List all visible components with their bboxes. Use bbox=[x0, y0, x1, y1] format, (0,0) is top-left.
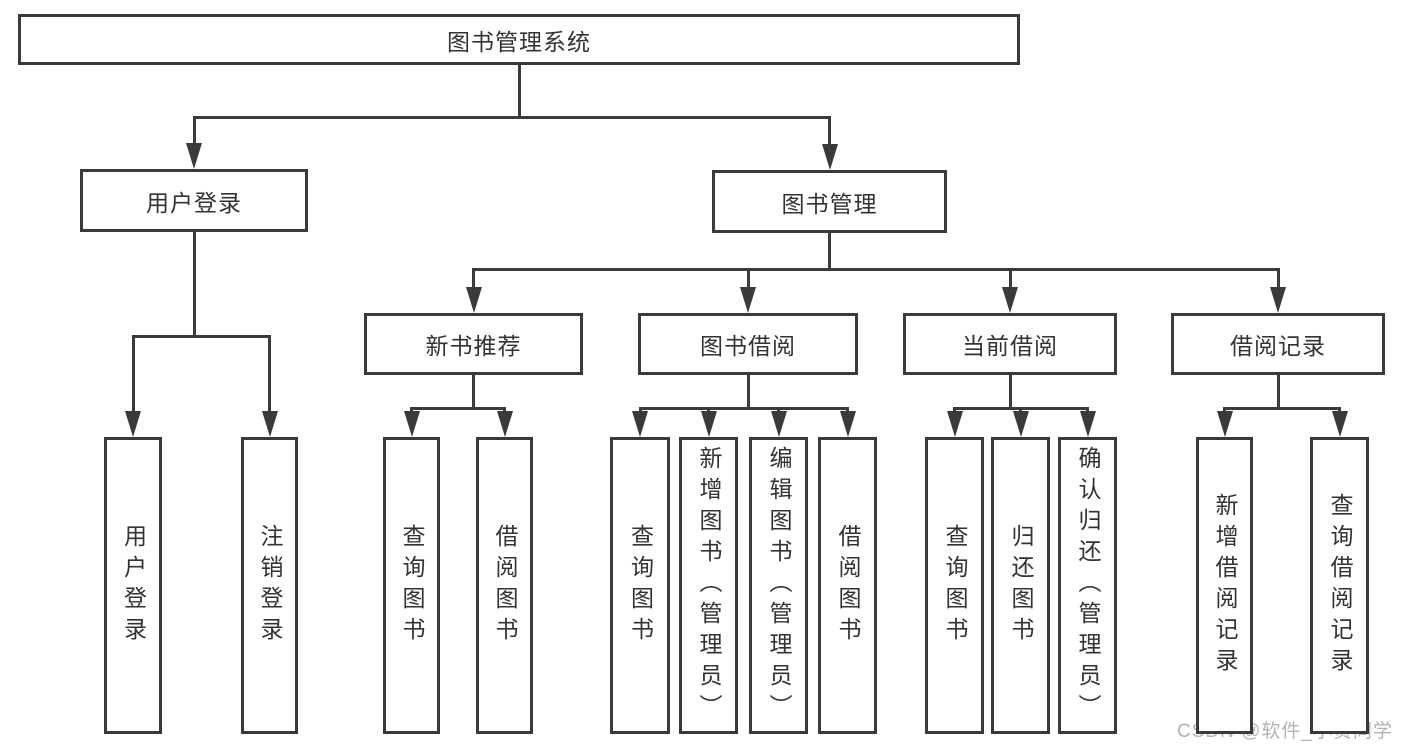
edge-line bbox=[953, 407, 956, 413]
arrowhead-icon bbox=[1270, 287, 1286, 313]
arrowhead-icon bbox=[261, 411, 278, 437]
edge-line bbox=[746, 268, 750, 289]
arrowhead-icon bbox=[1216, 411, 1233, 437]
edge-line bbox=[472, 268, 1280, 271]
edge-line bbox=[1008, 268, 1012, 289]
node-label-cur-return: 归还图书 bbox=[1008, 523, 1034, 648]
node-label-borrow-edit: 编辑图书（管理员） bbox=[766, 446, 792, 725]
node-borrow: 图书借阅 bbox=[638, 313, 858, 375]
node-borrow-edit: 编辑图书（管理员） bbox=[749, 437, 808, 734]
edge-line bbox=[846, 407, 849, 413]
edge-line bbox=[410, 407, 506, 410]
node-login-logout: 注销登录 bbox=[241, 437, 298, 734]
node-borrow-add: 新增图书（管理员） bbox=[679, 437, 738, 734]
node-label-sys: 图书管理系统 bbox=[447, 28, 591, 55]
node-label-records: 借阅记录 bbox=[1230, 333, 1326, 359]
arrowhead-icon bbox=[770, 411, 787, 437]
arrowhead-icon bbox=[403, 411, 420, 437]
edge-line bbox=[472, 375, 475, 410]
node-cur-confirm: 确认归还（管理员） bbox=[1058, 437, 1117, 734]
node-label-borrow-query: 查询图书 bbox=[627, 523, 654, 648]
node-mgmt: 图书管理 bbox=[712, 170, 947, 233]
arrowhead-icon bbox=[839, 411, 856, 437]
node-label-rec-query: 查询图书 bbox=[399, 523, 425, 648]
node-label-login-logout: 注销登录 bbox=[257, 523, 283, 648]
arrowhead-icon bbox=[465, 287, 482, 313]
node-label-borrow: 图书借阅 bbox=[700, 333, 796, 359]
arrowhead-icon bbox=[1002, 287, 1018, 313]
node-label-mgmt: 图书管理 bbox=[781, 190, 878, 217]
edge-line bbox=[503, 407, 506, 413]
node-label-login: 用户登录 bbox=[146, 189, 242, 216]
edge-line bbox=[1223, 407, 1226, 413]
edge-line bbox=[192, 116, 196, 145]
edge-line bbox=[1019, 407, 1022, 413]
node-borrow-query: 查询图书 bbox=[610, 437, 670, 734]
arrowhead-icon bbox=[632, 411, 648, 437]
edge-line bbox=[746, 375, 750, 410]
node-recd-add: 新增借阅记录 bbox=[1196, 437, 1253, 734]
arrowhead-icon bbox=[946, 411, 963, 437]
arrowhead-icon bbox=[821, 144, 838, 170]
node-label-recd-add: 新增借阅记录 bbox=[1212, 492, 1238, 679]
node-cur-return: 归还图书 bbox=[991, 437, 1050, 734]
edge-line bbox=[192, 232, 196, 338]
node-label-login-user: 用户登录 bbox=[120, 523, 147, 648]
node-rec: 新书推荐 bbox=[364, 313, 583, 375]
edge-line bbox=[1276, 268, 1280, 289]
node-rec-query: 查询图书 bbox=[383, 437, 440, 734]
edge-line bbox=[638, 407, 849, 410]
edge-line bbox=[410, 407, 413, 413]
node-recd-query: 查询借阅记录 bbox=[1310, 437, 1369, 734]
arrowhead-icon bbox=[1331, 411, 1348, 437]
edge-line bbox=[517, 65, 521, 119]
node-current: 当前借阅 bbox=[903, 313, 1117, 375]
node-sys: 图书管理系统 bbox=[18, 14, 1020, 65]
edge-line bbox=[1223, 407, 1341, 410]
edge-line bbox=[828, 116, 831, 146]
node-label-borrow-add: 新增图书（管理员） bbox=[696, 446, 722, 725]
node-rec-borrow: 借阅图书 bbox=[476, 437, 533, 734]
arrowhead-icon bbox=[740, 287, 756, 313]
edge-line bbox=[1086, 407, 1089, 413]
arrowhead-icon bbox=[186, 143, 202, 169]
edge-line bbox=[638, 407, 642, 413]
edge-line bbox=[268, 335, 271, 413]
edge-line bbox=[1338, 407, 1341, 413]
node-label-rec: 新书推荐 bbox=[425, 333, 522, 359]
edge-line bbox=[472, 268, 475, 289]
node-label-borrow-lend: 借阅图书 bbox=[835, 523, 861, 648]
edge-line bbox=[192, 116, 831, 119]
edge-line bbox=[1008, 375, 1012, 410]
arrowhead-icon bbox=[700, 411, 717, 437]
arrowhead-icon bbox=[1012, 411, 1029, 437]
edge-line bbox=[131, 335, 271, 338]
edge-line bbox=[131, 335, 135, 413]
node-label-cur-confirm: 确认归还（管理员） bbox=[1075, 446, 1101, 725]
node-label-cur-query: 查询图书 bbox=[942, 523, 968, 648]
node-cur-query: 查询图书 bbox=[925, 437, 984, 734]
node-records: 借阅记录 bbox=[1171, 313, 1385, 375]
node-login-user: 用户登录 bbox=[104, 437, 162, 734]
edge-line bbox=[1276, 375, 1280, 410]
node-label-current: 当前借阅 bbox=[962, 333, 1058, 359]
node-login: 用户登录 bbox=[80, 169, 308, 232]
edge-line bbox=[828, 233, 831, 271]
edge-line bbox=[707, 407, 710, 413]
arrowhead-icon bbox=[496, 411, 513, 437]
node-label-rec-borrow: 借阅图书 bbox=[492, 523, 518, 648]
arrowhead-icon bbox=[1079, 411, 1096, 437]
arrowhead-icon bbox=[125, 411, 141, 437]
node-borrow-lend: 借阅图书 bbox=[818, 437, 877, 734]
edge-line bbox=[777, 407, 780, 413]
node-label-recd-query: 查询借阅记录 bbox=[1327, 492, 1353, 679]
